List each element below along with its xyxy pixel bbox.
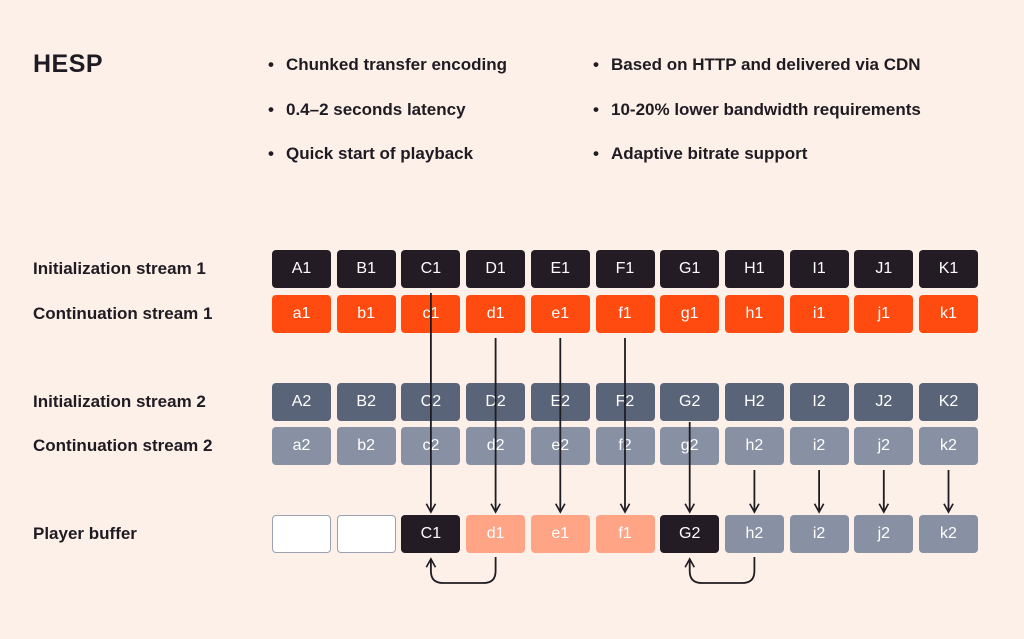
segment-G2: G2 <box>660 383 720 421</box>
buffer-slot-empty <box>336 515 396 553</box>
feature-bullet: • Adaptive bitrate support <box>593 143 921 188</box>
feature-list-left: • Chunked transfer encoding • 0.4–2 second… <box>268 54 507 188</box>
buffer-slot-empty <box>272 515 331 553</box>
feature-text: Adaptive bitrate support <box>611 144 808 163</box>
row-label: Continuation stream 1 <box>33 304 213 323</box>
segment-k1: k1 <box>919 295 978 333</box>
segment-a1: a1 <box>272 295 331 333</box>
segment-e1: e1 <box>530 295 590 333</box>
segment-i1: i1 <box>789 295 849 333</box>
segment-k2: k2 <box>919 515 978 553</box>
bullet-dot-icon: • <box>593 144 599 163</box>
row-label: Continuation stream 2 <box>33 436 213 455</box>
segment-H1: H1 <box>724 250 784 288</box>
bullet-dot-icon: • <box>268 55 274 74</box>
bullet-dot-icon: • <box>268 99 274 119</box>
segment-F2: F2 <box>595 383 655 421</box>
segment-A2: A2 <box>272 383 331 421</box>
segment-A1: A1 <box>272 250 331 288</box>
bullet-dot-icon: • <box>268 144 274 163</box>
segment-f1: f1 <box>595 515 655 553</box>
loop-back-arrow-icon <box>425 557 497 584</box>
feature-text: Quick start of playback <box>286 144 474 163</box>
feature-text: Based on HTTP and delivered via CDN <box>611 55 921 74</box>
segment-J1: J1 <box>854 250 914 288</box>
segment-J2: J2 <box>854 383 914 421</box>
row-label: Initialization stream 2 <box>33 392 206 411</box>
segment-B2: B2 <box>336 383 396 421</box>
row-label: Initialization stream 1 <box>33 259 206 278</box>
segment-i2: i2 <box>789 515 849 553</box>
segment-h1: h1 <box>724 295 784 333</box>
segment-a2: a2 <box>272 427 331 465</box>
segment-C1: C1 <box>401 250 461 288</box>
segment-E1: E1 <box>530 250 590 288</box>
segment-d1: d1 <box>466 515 526 553</box>
bullet-dot-icon: • <box>593 55 599 74</box>
segment-g1: g1 <box>660 295 720 333</box>
segment-D2: D2 <box>466 383 526 421</box>
segment-b1: b1 <box>336 295 396 333</box>
feature-bullet: • 10-20% lower bandwidth requirements <box>593 99 921 144</box>
segment-e2: e2 <box>530 427 590 465</box>
row-label: Player buffer <box>33 524 137 543</box>
segment-h2: h2 <box>724 427 784 465</box>
segment-c1: c1 <box>401 295 461 333</box>
segment-f2: f2 <box>595 427 655 465</box>
segment-c2: c2 <box>401 427 461 465</box>
feature-bullet: • 0.4–2 seconds latency <box>268 99 507 144</box>
bullet-dot-icon: • <box>593 99 599 119</box>
feature-text: 0.4–2 seconds latency <box>286 99 466 119</box>
feature-text: Chunked transfer encoding <box>286 55 508 74</box>
segment-I1: I1 <box>789 250 849 288</box>
segment-C1: C1 <box>401 515 461 553</box>
segment-H2: H2 <box>724 383 784 421</box>
feature-text: 10-20% lower bandwidth requirements <box>611 99 921 119</box>
segment-K2: K2 <box>919 383 978 421</box>
segment-B1: B1 <box>336 250 396 288</box>
segment-g2: g2 <box>660 427 720 465</box>
segment-e1: e1 <box>530 515 590 553</box>
segment-E2: E2 <box>530 383 590 421</box>
segment-f1: f1 <box>595 295 655 333</box>
segment-I2: I2 <box>789 383 849 421</box>
segment-G1: G1 <box>660 250 720 288</box>
segment-i2: i2 <box>789 427 849 465</box>
feature-list-right: • Based on HTTP and delivered via CDN • 10… <box>593 54 921 188</box>
feature-bullet: • Chunked transfer encoding <box>268 54 507 99</box>
segment-K1: K1 <box>919 250 978 288</box>
feature-bullet: • Quick start of playback <box>268 143 507 188</box>
segment-j2: j2 <box>854 515 914 553</box>
feature-bullet: • Based on HTTP and delivered via CDN <box>593 54 921 99</box>
segment-j1: j1 <box>854 295 914 333</box>
segment-D1: D1 <box>466 250 526 288</box>
segment-d2: d2 <box>466 427 526 465</box>
segment-F1: F1 <box>595 250 655 288</box>
segment-G2: G2 <box>660 515 720 553</box>
loop-back-arrow-icon <box>684 557 756 584</box>
segment-h2: h2 <box>724 515 784 553</box>
segment-C2: C2 <box>401 383 461 421</box>
segment-j2: j2 <box>854 427 914 465</box>
segment-b2: b2 <box>336 427 396 465</box>
segment-d1: d1 <box>466 295 526 333</box>
page-title: HESP <box>33 50 104 78</box>
segment-k2: k2 <box>919 427 978 465</box>
